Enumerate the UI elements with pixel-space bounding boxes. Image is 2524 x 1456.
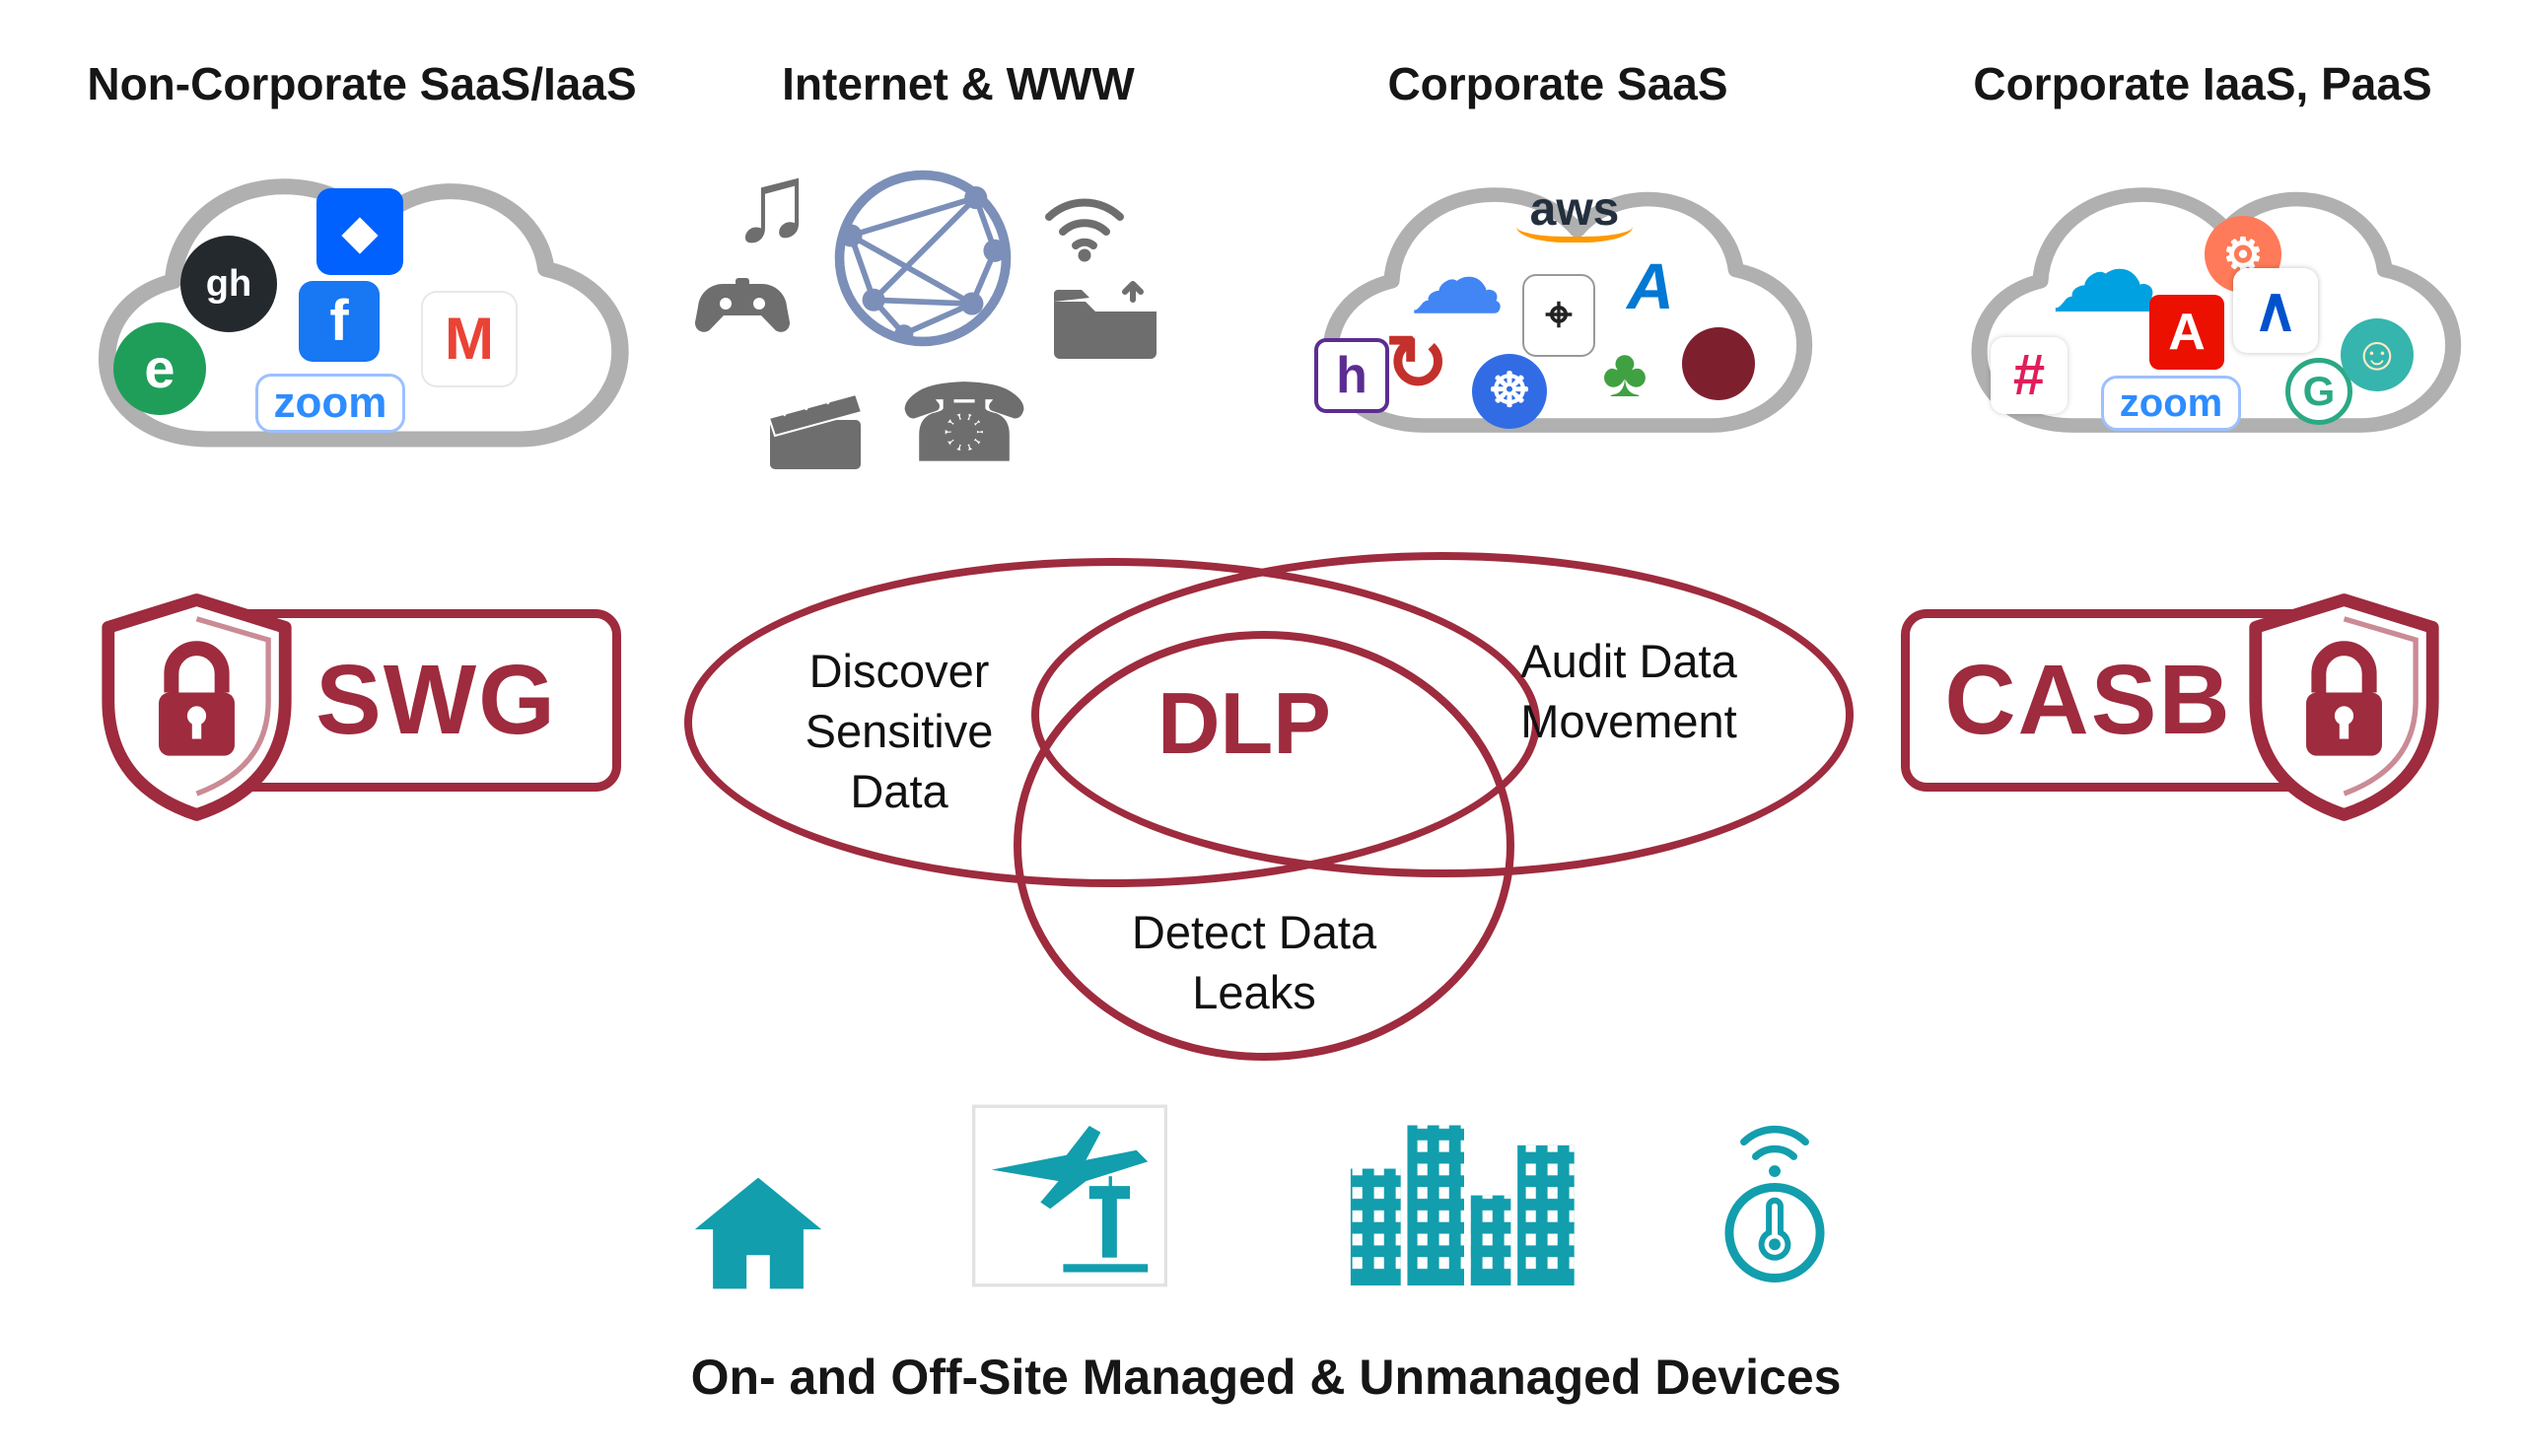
adobe-icon: A bbox=[2149, 295, 2224, 370]
phone-icon: ☎ bbox=[898, 366, 1030, 482]
globe-network-icon bbox=[828, 164, 1017, 353]
swg-badge-label: SWG bbox=[316, 645, 557, 755]
cloud4-label: Corporate IaaS, PaaS bbox=[1973, 58, 2432, 109]
venn-discover-label: Discover Sensitive Data bbox=[805, 645, 994, 818]
city-buildings-icon bbox=[1347, 1112, 1581, 1285]
cloud1-label: Non-Corporate SaaS/IaaS bbox=[87, 58, 637, 109]
azure-icon: A bbox=[1627, 249, 1674, 322]
internet-icons-group: ♫☎ bbox=[690, 148, 1203, 486]
dark-red-disc-icon bbox=[1682, 327, 1755, 400]
gmail-icon: M bbox=[423, 293, 516, 385]
plant-icon: ♣ bbox=[1602, 334, 1648, 411]
wifi-icon bbox=[1037, 183, 1132, 264]
g-circle-icon: G bbox=[2285, 358, 2352, 425]
location-pin-box-icon: ⌖ bbox=[1522, 274, 1595, 357]
gamepad-icon bbox=[692, 276, 793, 339]
corporate-saas-cloud-icons: aws☁ A ⌖ h↻ ☸ ♣ bbox=[1282, 146, 1819, 456]
mailchimp-icon: ☺ bbox=[2341, 318, 2414, 391]
atlassian-icon: ∧ bbox=[2233, 268, 2318, 353]
h-box-icon: h bbox=[1314, 338, 1389, 413]
venn-detect-label: Detect Data Leaks bbox=[1131, 906, 1377, 1019]
zoom-icon: zoom bbox=[2101, 376, 2241, 431]
casb-badge: CASB bbox=[1901, 609, 2335, 792]
evernote-icon: e bbox=[113, 322, 206, 415]
venn-bottom-ellipse bbox=[1014, 631, 1514, 1061]
aws-icon: aws bbox=[1516, 183, 1633, 243]
google-cloud-icon: ☁ bbox=[1411, 228, 1504, 331]
music-note-icon: ♫ bbox=[731, 141, 813, 264]
airport-icon bbox=[972, 1104, 1167, 1287]
cloud2-label: Internet & WWW bbox=[782, 58, 1135, 109]
swg-shield-icon bbox=[102, 593, 292, 821]
venn-dlp-label: DLP bbox=[1157, 674, 1331, 772]
zoom-icon: zoom bbox=[255, 374, 405, 433]
github-icon: gh bbox=[180, 236, 277, 332]
slack-icon: # bbox=[1991, 337, 2068, 414]
cloud3-label: Corporate SaaS bbox=[1387, 58, 1728, 109]
casb-shield-icon bbox=[2249, 593, 2439, 821]
casb-badge-label: CASB bbox=[1944, 645, 2232, 755]
folder-share-icon bbox=[1050, 276, 1160, 359]
facebook-icon: f bbox=[299, 281, 380, 362]
venn-audit-label: Audit Data Movement bbox=[1520, 635, 1737, 748]
refresh-arrows-icon: ↻ bbox=[1384, 319, 1449, 406]
dropbox-icon: ◆ bbox=[316, 188, 403, 275]
kubernetes-icon: ☸ bbox=[1472, 354, 1547, 429]
clapperboard-icon bbox=[767, 385, 866, 473]
devices-caption: On- and Off-Site Managed & Unmanaged Dev… bbox=[690, 1350, 1842, 1405]
salesforce-icon: ☁ bbox=[2052, 212, 2160, 333]
iot-thermometer-icon bbox=[1723, 1118, 1826, 1287]
corporate-saas-cloud: aws☁ A ⌖ h↻ ☸ ♣ bbox=[1282, 146, 1819, 456]
house-icon bbox=[693, 1175, 823, 1291]
